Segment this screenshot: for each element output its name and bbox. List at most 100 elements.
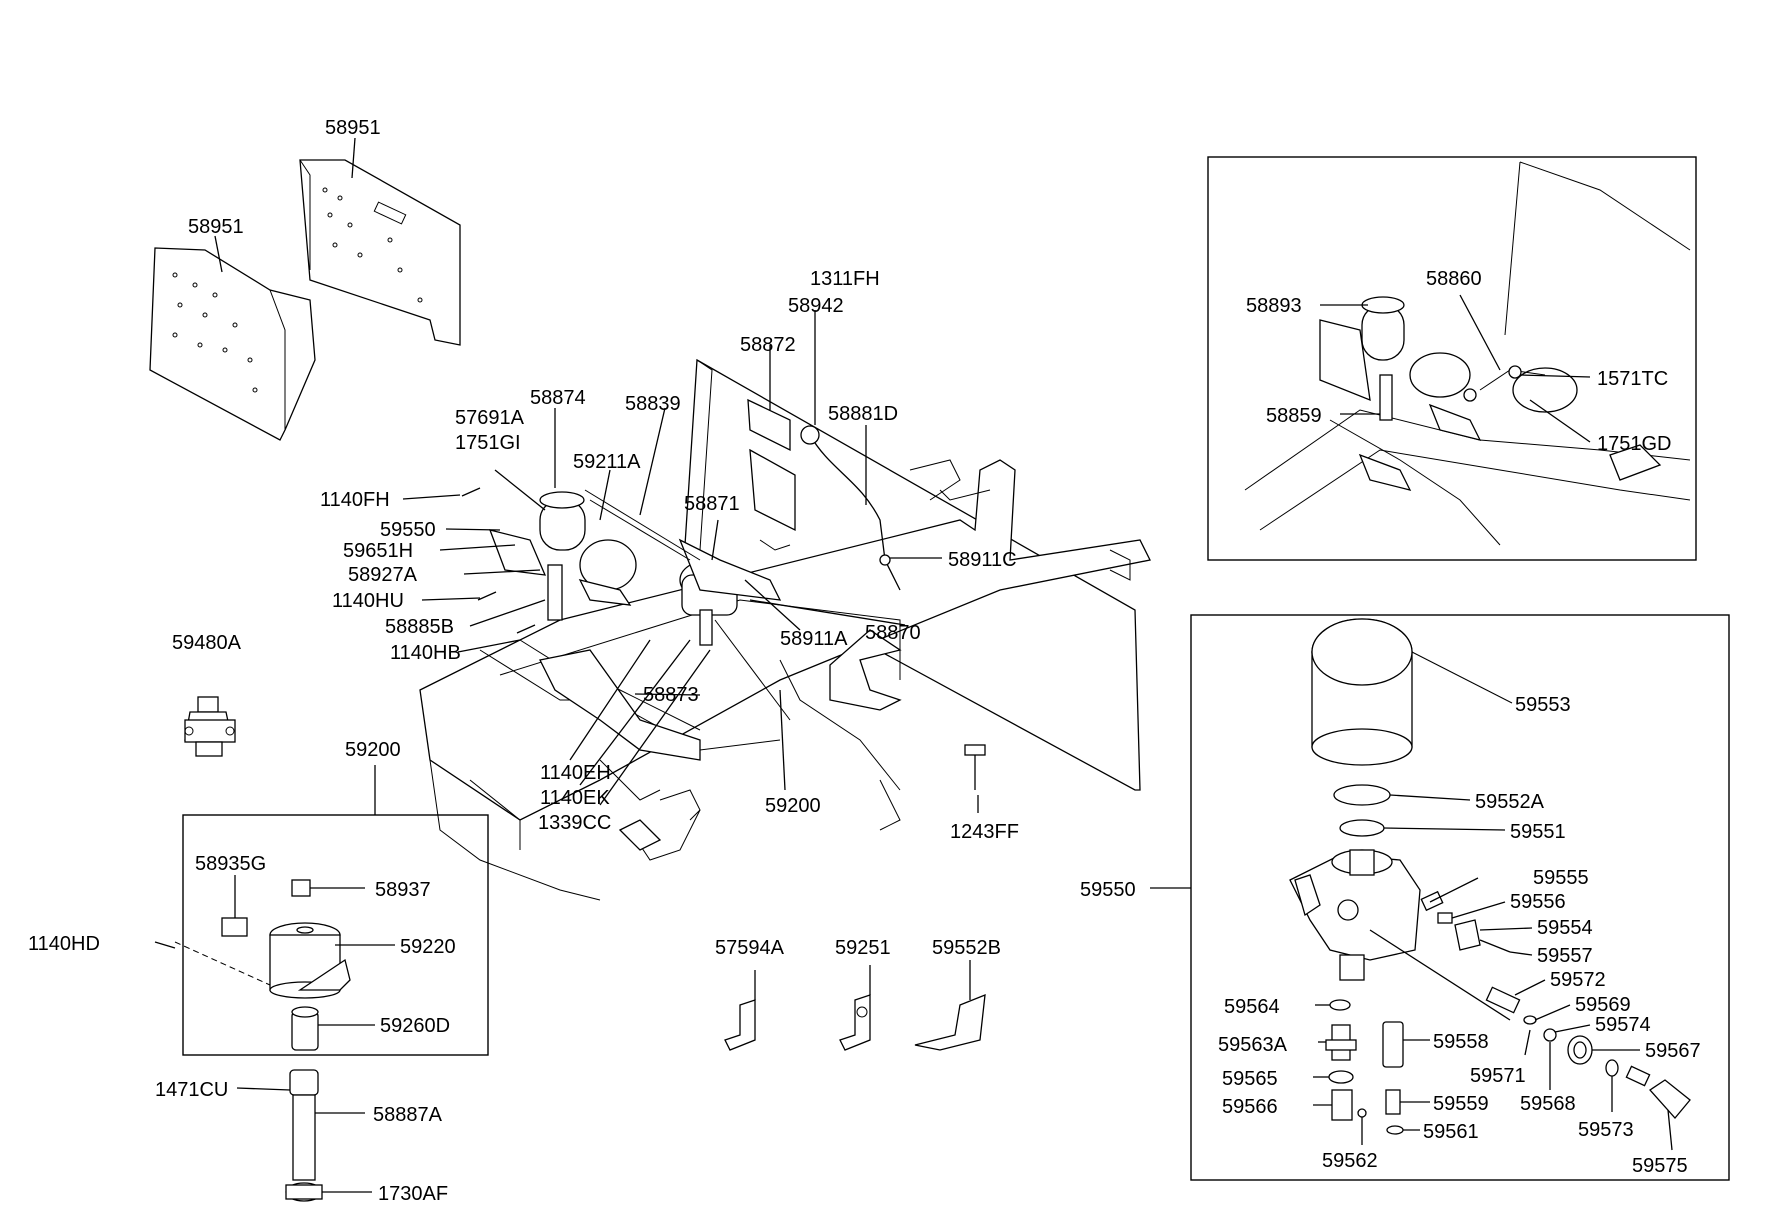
label-1751GI: 1751GI (455, 432, 521, 454)
label-59552A: 59552A (1475, 791, 1545, 813)
label-1140EK: 1140EK (540, 787, 610, 809)
label-59564: 59564 (1224, 996, 1280, 1018)
label-59567: 59567 (1645, 1040, 1701, 1062)
label-58860: 58860 (1426, 268, 1482, 290)
label-59575: 59575 (1632, 1155, 1688, 1177)
ring-59564 (1329, 999, 1351, 1011)
leader-59555 (1429, 877, 1479, 903)
label-59480A: 59480A (172, 632, 242, 654)
label-1571TC: 1571TC (1597, 368, 1668, 390)
label-59200-box: 59200 (345, 739, 401, 761)
label-59554: 59554 (1537, 917, 1593, 939)
label-59562: 59562 (1322, 1150, 1378, 1172)
bracket-59251 (839, 965, 871, 1051)
label-59211A: 59211A (573, 451, 641, 473)
leader-58951a (351, 137, 356, 179)
label-1140HB: 1140HB (390, 642, 461, 664)
label-58885B: 58885B (385, 616, 454, 638)
label-57691A: 57691A (455, 407, 525, 429)
label-58859: 58859 (1266, 405, 1322, 427)
ring-59573 (1605, 1059, 1619, 1077)
label-58942: 58942 (788, 295, 844, 317)
part-59563A (1325, 1024, 1357, 1061)
inset-59550 (1190, 614, 1730, 1181)
label-59553: 59553 (1515, 694, 1571, 716)
box-59200 (182, 814, 489, 1056)
inset-top-right (1207, 156, 1697, 561)
leader-59553 (1411, 651, 1513, 704)
part-59567 (1567, 1035, 1593, 1065)
leader-59552A (1389, 794, 1471, 801)
label-59551: 59551 (1510, 821, 1566, 843)
panel-58951-front (149, 247, 316, 441)
label-59559: 59559 (1433, 1093, 1489, 1115)
axis-right-assembly (1369, 929, 1511, 1021)
label-58881D: 58881D (828, 403, 898, 425)
leader-59551 (1383, 827, 1506, 831)
label-1751GD: 1751GD (1597, 433, 1672, 455)
part-59573b (1625, 1065, 1651, 1087)
label-57594A: 57594A (715, 937, 785, 959)
label-59572: 59572 (1550, 969, 1606, 991)
inset-top-right-content (1244, 161, 1691, 546)
label-58839: 58839 (625, 393, 681, 415)
leader-58951b (214, 235, 223, 273)
label-1243FF: 1243FF (950, 821, 1019, 843)
label-59200-main: 59200 (765, 795, 821, 817)
label-59550-inset: 59550 (1080, 879, 1136, 901)
bracket-57594A (724, 970, 756, 1051)
leader-59557 (1509, 951, 1533, 956)
label-59557: 59557 (1537, 945, 1593, 967)
leader-1471CU (236, 1087, 291, 1091)
filter-59553 (1311, 618, 1413, 766)
label-1311FH: 1311FH (810, 268, 880, 290)
tank-59220 (221, 879, 351, 1051)
part-59575 (1649, 1079, 1691, 1119)
label-59571: 59571 (1470, 1065, 1526, 1087)
leader-1751GD (1529, 399, 1591, 443)
label-58911A: 58911A (780, 628, 848, 650)
label-58951-b: 58951 (188, 216, 244, 238)
label-59552B: 59552B (932, 937, 1001, 959)
label-58872: 58872 (740, 334, 796, 356)
leader-58860 (1459, 294, 1501, 371)
dash-1140HD (174, 941, 271, 986)
ring-59565 (1328, 1070, 1354, 1084)
label-59550-main: 59550 (380, 519, 436, 541)
label-59574: 59574 (1595, 1014, 1651, 1036)
label-59556: 59556 (1510, 891, 1566, 913)
ring-59562 (1357, 1108, 1367, 1118)
label-59569: 59569 (1575, 994, 1631, 1016)
label-59251: 59251 (835, 937, 891, 959)
label-58870: 58870 (865, 622, 921, 644)
label-58927A: 58927A (348, 564, 418, 586)
leader-59569 (1534, 1004, 1571, 1021)
main-leaders (402, 310, 979, 813)
ring-59551 (1339, 819, 1385, 837)
label-59566: 59566 (1222, 1096, 1278, 1118)
part-59557 (1479, 939, 1511, 953)
label-1140FH: 1140FH (320, 489, 390, 511)
part-59554 (1454, 919, 1481, 951)
label-58887A: 58887A (373, 1104, 443, 1126)
frame-assembly (419, 358, 1151, 901)
bracket-59552B (914, 960, 986, 1051)
label-1140HU: 1140HU (332, 590, 404, 612)
label-58893: 58893 (1246, 295, 1302, 317)
label-58871: 58871 (684, 493, 740, 515)
label-59565: 59565 (1222, 1068, 1278, 1090)
label-1140EH: 1140EH (540, 762, 611, 784)
leader-59572 (1514, 979, 1546, 996)
panel-58951-rear (299, 159, 461, 346)
label-1339CC: 1339CC (538, 812, 611, 834)
part-59556 (1437, 912, 1453, 924)
label-1730AF: 1730AF (378, 1183, 448, 1205)
valve-body-59550 (1289, 849, 1421, 981)
leader-59575 (1667, 1109, 1673, 1151)
label-58937: 58937 (375, 879, 431, 901)
spring-59572 (1485, 986, 1521, 1014)
label-59651H: 59651H (343, 540, 413, 562)
leader-1571TC (1519, 374, 1591, 378)
label-58873: 58873 (643, 684, 699, 706)
